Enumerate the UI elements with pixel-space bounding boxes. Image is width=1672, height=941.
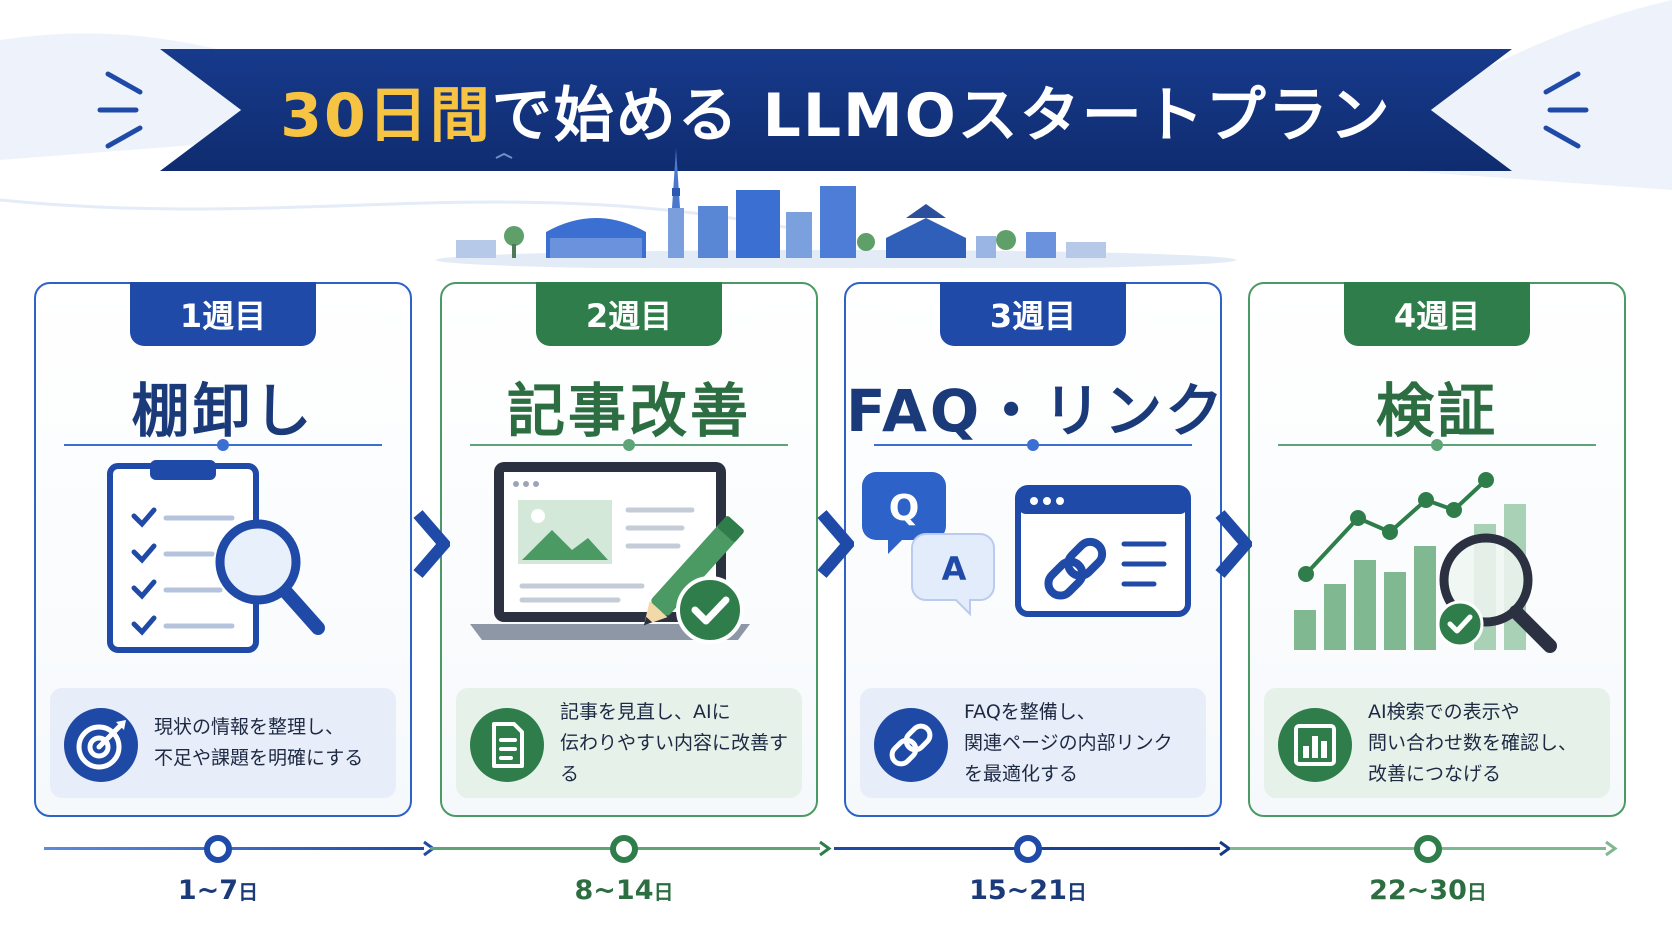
chevron-right-icon xyxy=(413,510,450,578)
timeline-label: 22~30日 xyxy=(1369,875,1487,906)
step-title: 棚卸し xyxy=(131,377,315,445)
description-text: 現状の情報を整理し、 不足や課題を明確にする xyxy=(154,688,388,798)
week-badge: 3週目 xyxy=(940,282,1126,346)
title-banner: 30日間で始める LLMOスタートプラン xyxy=(160,49,1512,171)
week-badge: 2週目 xyxy=(536,282,722,346)
description-line: を最適化する xyxy=(964,762,1079,785)
timeline-node xyxy=(204,835,232,863)
description-box: FAQを整備し、 関連ページの内部リンク を最適化する xyxy=(860,688,1206,798)
timeline-segment xyxy=(44,847,424,850)
description-line: 伝わりやすい内容に改善する xyxy=(560,731,789,785)
qa-a-letter: A xyxy=(942,550,967,588)
description-box: 現状の情報を整理し、 不足や課題を明確にする xyxy=(50,688,396,798)
description-line: FAQを整備し、 xyxy=(964,700,1096,723)
description-line: 現状の情報を整理し、 xyxy=(154,716,345,738)
divider xyxy=(64,439,382,451)
step-title: 記事改善 xyxy=(506,377,751,445)
step-title: 検証 xyxy=(1375,377,1498,445)
description-line: 関連ページの内部リンク xyxy=(964,731,1173,754)
description-line: 記事を見直し、AIに xyxy=(560,700,731,723)
description-text: AI検索での表示や 問い合わせ数を確認し、 改善につなげる xyxy=(1368,688,1602,798)
description-line: 不足や課題を明確にする xyxy=(154,747,364,769)
timeline-label: 1~7日 xyxy=(177,875,259,906)
document-icon xyxy=(470,708,544,782)
timeline-label: 8~14日 xyxy=(574,875,674,906)
description-line: 問い合わせ数を確認し、 xyxy=(1368,731,1578,754)
week-badge: 1週目 xyxy=(130,282,316,346)
page-title-main: で始める LLMOスタートプラン xyxy=(491,80,1392,151)
laptop-pencil-icon xyxy=(470,462,750,644)
description-box: AI検索での表示や 問い合わせ数を確認し、 改善につなげる xyxy=(1264,688,1610,798)
chart-magnifier-icon xyxy=(1294,472,1557,653)
description-text: 記事を見直し、AIに 伝わりやすい内容に改善する xyxy=(560,688,794,798)
burst-lines-left-icon xyxy=(97,71,143,149)
page-title-accent: 30日間 xyxy=(280,80,492,151)
timeline-node xyxy=(1414,835,1442,863)
divider xyxy=(470,439,788,451)
step-title: FAQ・リンク xyxy=(846,377,1227,445)
chevron-right-icon xyxy=(817,510,854,578)
timeline-arrow-icon xyxy=(819,840,832,857)
qa-link-window-icon: Q A xyxy=(862,472,1191,617)
link-icon xyxy=(874,708,948,782)
divider xyxy=(1278,439,1596,451)
week-badge: 4週目 xyxy=(1344,282,1530,346)
burst-lines-right-icon xyxy=(1543,71,1589,149)
bar-chart-icon xyxy=(1278,708,1352,782)
step-card-2: 2週目 記事改善 xyxy=(440,282,818,817)
timeline-arrow-icon xyxy=(1219,840,1232,857)
timeline-label: 15~21日 xyxy=(969,875,1087,906)
description-line: 改善につなげる xyxy=(1368,762,1502,785)
step-card-4: 4週目 検証 xyxy=(1248,282,1626,817)
target-icon xyxy=(64,708,138,782)
city-skyline-illustration xyxy=(436,148,1236,268)
chevron-right-icon xyxy=(1215,510,1252,578)
qa-q-letter: Q xyxy=(889,488,920,529)
clipboard-magnifier-icon xyxy=(107,460,325,653)
timeline-arrow-icon xyxy=(1605,840,1618,857)
page-title: 30日間で始める LLMOスタートプラン xyxy=(280,67,1392,154)
description-text: FAQを整備し、 関連ページの内部リンク を最適化する xyxy=(964,688,1198,798)
divider xyxy=(874,439,1192,451)
timeline-node xyxy=(1014,835,1042,863)
description-line: AI検索での表示や xyxy=(1368,700,1520,723)
step-card-3: 3週目 FAQ・リンク Q A xyxy=(844,282,1227,817)
timeline-node xyxy=(610,835,638,863)
timeline: 1~7日 8~14日 15~21日 22~30日 xyxy=(44,830,1624,930)
step-card-1: 1週目 棚卸し xyxy=(34,282,412,817)
description-box: 記事を見直し、AIに 伝わりやすい内容に改善する xyxy=(456,688,802,798)
